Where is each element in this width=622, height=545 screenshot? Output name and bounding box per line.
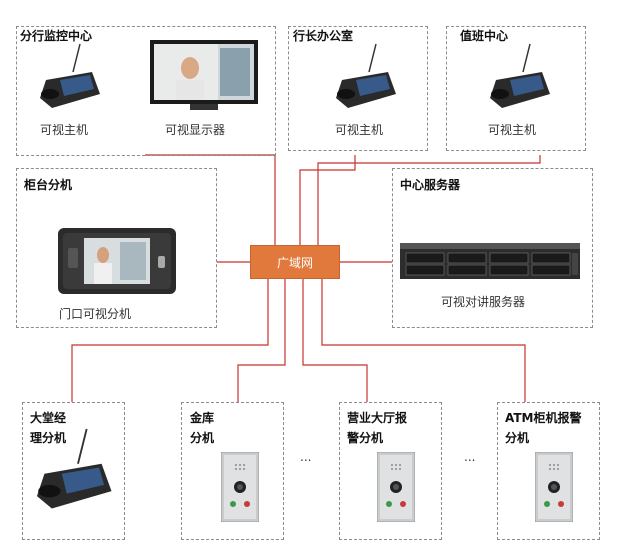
box-monitor-center xyxy=(16,26,276,156)
label-door-unit: 门口可视分机 xyxy=(59,307,132,321)
box-duty-center xyxy=(446,26,586,151)
wire-lobby xyxy=(71,279,269,402)
ellipsis-1: ... xyxy=(300,450,312,464)
door-video-unit-icon xyxy=(58,228,176,294)
title-atm-1: ATM柜机报警 xyxy=(505,411,582,425)
alarm-intercom-panel-icon xyxy=(221,452,259,522)
wire-hall xyxy=(302,279,368,402)
title-counter: 柜台分机 xyxy=(24,178,73,192)
title-duty-center: 值班中心 xyxy=(460,29,509,43)
label-monitor-display: 可视显示器 xyxy=(165,123,226,137)
title-vault-2: 分机 xyxy=(190,431,215,445)
desk-console-icon xyxy=(36,428,112,509)
title-hall-1: 营业大厅报 xyxy=(347,411,408,425)
title-lobby-1: 大堂经 xyxy=(30,411,67,425)
label-monitor-host: 可视主机 xyxy=(40,123,89,137)
video-display-icon xyxy=(150,40,258,110)
label-duty-host: 可视主机 xyxy=(488,123,537,137)
box-lobby xyxy=(22,402,125,540)
wire-atm xyxy=(321,279,526,402)
desk-console-icon xyxy=(40,43,100,108)
wire-vault xyxy=(237,279,286,402)
wire-duty-center xyxy=(317,155,541,245)
desk-console-icon xyxy=(336,43,396,108)
box-vault xyxy=(181,402,284,540)
title-vault-1: 金库 xyxy=(190,411,215,425)
title-president-office: 行长办公室 xyxy=(293,29,354,43)
alarm-intercom-panel-icon xyxy=(535,452,573,522)
wan-hub: 广域网 xyxy=(250,245,340,279)
label-president-host: 可视主机 xyxy=(335,123,384,137)
title-server-center: 中心服务器 xyxy=(400,178,461,192)
box-counter xyxy=(16,168,217,328)
box-atm-alarm xyxy=(497,402,600,540)
box-hall-alarm xyxy=(339,402,442,540)
wire-president-office xyxy=(299,155,356,245)
title-lobby-2: 理分机 xyxy=(30,431,67,445)
box-server-center xyxy=(392,168,593,328)
title-atm-2: 分机 xyxy=(505,431,530,445)
alarm-intercom-panel-icon xyxy=(377,452,415,522)
label-server: 可视对讲服务器 xyxy=(441,295,526,309)
rack-server-icon xyxy=(400,243,580,279)
box-president-office xyxy=(288,26,428,151)
ellipsis-2: ... xyxy=(464,450,476,464)
title-monitor-center: 分行监控中心 xyxy=(20,29,93,43)
title-hall-2: 警分机 xyxy=(347,431,384,445)
desk-console-icon xyxy=(490,43,550,108)
